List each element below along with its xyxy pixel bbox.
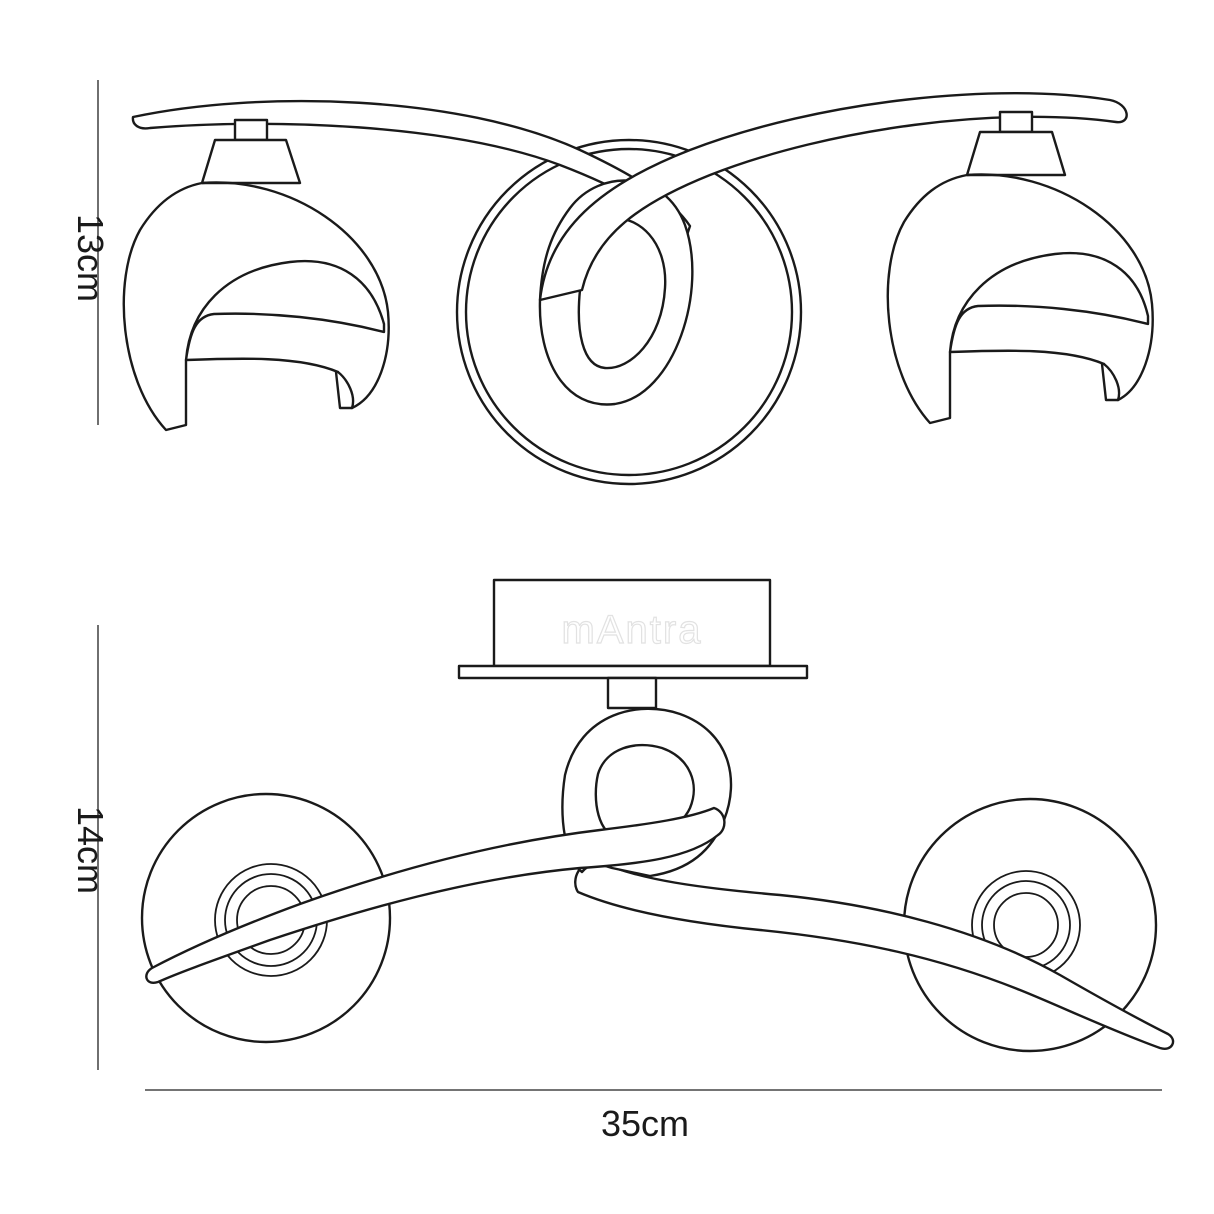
lamp-stem [233,118,269,142]
glass-swirl-band [184,259,386,362]
height-front-label: 13cm [70,214,111,302]
base-logo: mAntra [562,608,703,652]
top-arm-loop-inner [594,743,695,840]
front-left-lamp [122,118,390,432]
front-view [122,92,1154,486]
base-stem [606,676,658,710]
glass-shade [122,181,390,432]
wall-plate-ring [455,138,803,486]
top-arm-right [574,860,1175,1050]
base-box [492,578,772,668]
dimension-lines [97,80,1162,1091]
lamp-holder [965,130,1067,177]
lamp-stem [998,110,1034,134]
front-arm-right [538,92,1128,302]
glass-shade [886,173,1154,425]
ceiling-base: mAntra [457,578,809,710]
top-arm-left [145,806,726,984]
width-label: 35cm [601,1103,689,1144]
glass-opening [1100,362,1121,402]
glass-swirl-band [948,251,1150,354]
base-plate [457,664,809,680]
lamp-holder [200,138,302,185]
glass-opening [334,370,355,410]
top-view: mAntra [140,578,1175,1053]
height-top-label: 14cm [70,806,111,894]
front-right-lamp [886,110,1154,425]
